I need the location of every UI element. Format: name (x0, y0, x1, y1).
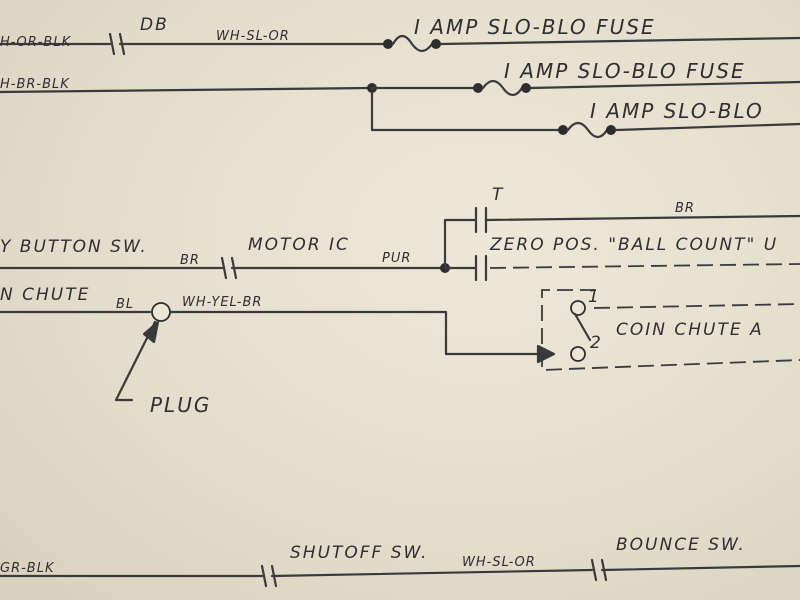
fuse-3-symbol (566, 121, 609, 139)
wire-label-br-left: BR (180, 253, 200, 268)
wire-label-gr-blk: GR-BLK (0, 561, 55, 576)
plug-leader-line (114, 320, 157, 402)
t-contact-label: T (492, 185, 504, 205)
fuse-1-label: I AMP SLO-BLO FUSE (414, 15, 656, 39)
coin-chute-label: COIN CHUTE A (616, 320, 764, 340)
wire-label-wh-sl-or-bottom: WH-SL-OR (462, 555, 536, 570)
coin-chute-circuit (0, 289, 800, 402)
contact-1-label: 1 (588, 287, 601, 307)
contact-1-terminal (570, 300, 586, 316)
zero-pos-contact-symbol (474, 254, 488, 282)
wire-label-wh-br-blk: H-BR-BLK (0, 77, 70, 92)
shutoff-switch-label: SHUTOFF SW. (290, 543, 428, 563)
motor-ic-label: MOTOR IC (248, 235, 350, 255)
wire-label-br-right: BR (675, 201, 695, 216)
fuse-1-symbol (391, 34, 434, 53)
fuse-3-label: I AMP SLO-BLO (590, 99, 764, 123)
coin-chute-dashed-box (541, 289, 800, 371)
circuit-line-2 (0, 79, 800, 139)
contact-2-label: 2 (590, 333, 603, 353)
wire-label-wh-yel-br: WH-YEL-BR (182, 295, 262, 310)
wire-label-wh-sl-or-top: WH-SL-OR (216, 29, 290, 44)
bounce-switch-label: BOUNCE SW. (616, 535, 746, 555)
db-label: DB (140, 15, 169, 35)
fuse-2-label: I AMP SLO-BLO FUSE (504, 59, 746, 83)
zero-pos-ball-count-label: ZERO POS. "BALL COUNT" U (489, 235, 778, 255)
t-contact-symbol (474, 206, 488, 234)
coin-chute-switch-blade (573, 312, 592, 342)
wire-label-wh-or-blk: H-OR-BLK (0, 35, 72, 50)
wire-label-pur: PUR (382, 251, 411, 266)
button-switch-label: Y BUTTON SW. (0, 237, 148, 257)
wire-label-bl: BL (116, 297, 134, 312)
motor-circuit (0, 206, 800, 282)
contact-2-terminal (570, 346, 586, 362)
coin-chute-wire-label: N CHUTE (0, 285, 90, 305)
plug-label: PLUG (150, 393, 211, 417)
fuse-2-symbol (481, 79, 524, 97)
plug-terminal (151, 302, 171, 322)
circuit-line-1 (0, 32, 800, 56)
contact-2-arrow (536, 344, 556, 364)
plug-arrowhead (142, 320, 160, 344)
bottom-circuit (0, 558, 800, 588)
